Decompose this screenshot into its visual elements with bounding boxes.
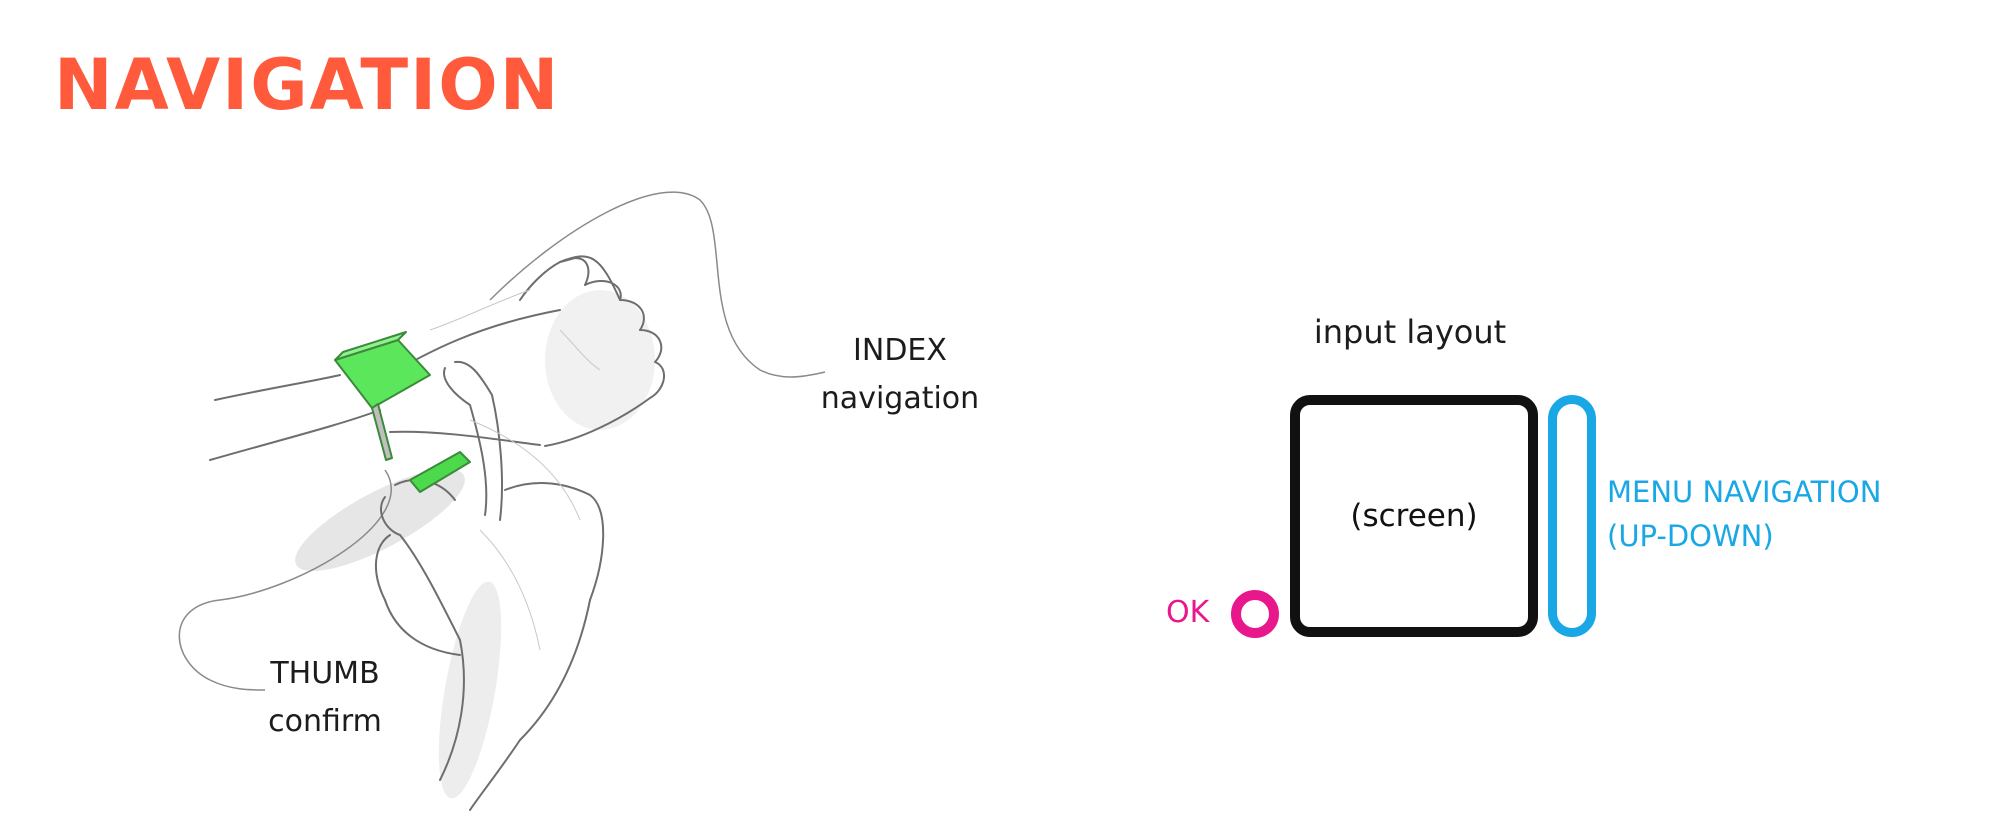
screen-label: (screen) [1350, 498, 1478, 534]
menu-label-line2: (UP-DOWN) [1607, 519, 1774, 553]
index-label-line1: INDEX [853, 333, 947, 368]
ok-button[interactable] [1231, 590, 1279, 638]
thumb-label-line1: THUMB [270, 656, 380, 691]
menu-label-line1: MENU NAVIGATION [1607, 475, 1882, 509]
thumb-confirm-label: THUMB confirm [225, 650, 425, 746]
page-title: NAVIGATION [54, 44, 561, 126]
index-label-line2: navigation [820, 381, 980, 416]
input-layout-title: input layout [1313, 313, 1507, 351]
menu-navigation-bar[interactable] [1548, 395, 1596, 637]
thumb-label-line2: confirm [268, 704, 382, 739]
ok-label: OK [1166, 595, 1210, 630]
menu-navigation-label: MENU NAVIGATION (UP-DOWN) [1607, 470, 1881, 558]
screen-box: (screen) [1290, 395, 1538, 637]
index-navigation-label: INDEX navigation [800, 327, 1000, 423]
